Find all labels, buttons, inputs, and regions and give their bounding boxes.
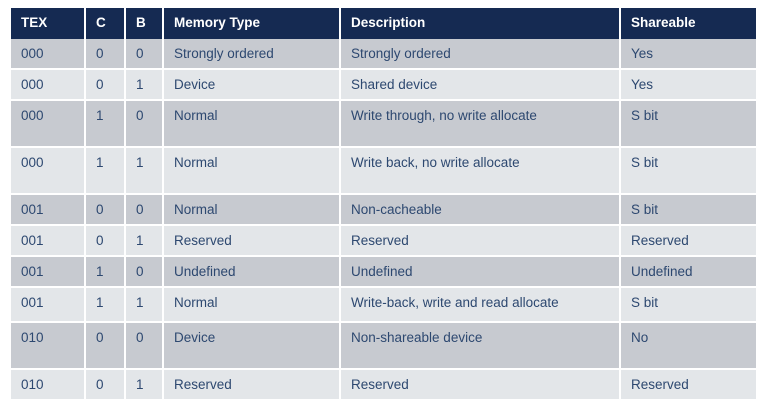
cell-c: 0 <box>85 69 126 101</box>
cell-memtype: Normal <box>163 194 341 226</box>
cell-memtype: Reserved <box>163 225 341 257</box>
cell-tex: 000 <box>11 69 86 101</box>
cell-tex: 010 <box>11 322 86 370</box>
cell-desc: Undefined <box>340 256 621 288</box>
cell-memtype: Normal <box>163 287 341 323</box>
cell-c: 0 <box>85 194 126 226</box>
cell-memtype: Reserved <box>163 369 341 399</box>
cell-desc: Non-cacheable <box>340 194 621 226</box>
cell-desc: Write-back, write and read allocate <box>340 287 621 323</box>
cell-shareable: Undefined <box>620 256 756 288</box>
cell-c: 0 <box>85 39 126 70</box>
cell-desc: Strongly ordered <box>340 39 621 70</box>
table-header: TEX C B Memory Type Description Shareabl… <box>11 8 756 39</box>
column-header-shareable: Shareable <box>620 8 756 39</box>
cell-memtype: Normal <box>163 100 341 148</box>
cell-b: 1 <box>125 369 164 399</box>
cell-b: 1 <box>125 147 164 195</box>
cell-shareable: No <box>620 322 756 370</box>
cell-b: 1 <box>125 287 164 323</box>
cell-shareable: Reserved <box>620 369 756 399</box>
cell-shareable: S bit <box>620 194 756 226</box>
cell-b: 0 <box>125 100 164 148</box>
cell-shareable: Yes <box>620 39 756 70</box>
cell-memtype: Device <box>163 322 341 370</box>
cell-b: 0 <box>125 194 164 226</box>
cell-memtype: Strongly ordered <box>163 39 341 70</box>
cell-c: 0 <box>85 225 126 257</box>
cell-c: 0 <box>85 369 126 399</box>
cell-tex: 010 <box>11 369 86 399</box>
cell-b: 0 <box>125 322 164 370</box>
cell-desc: Write back, no write allocate <box>340 147 621 195</box>
cell-tex: 000 <box>11 39 86 70</box>
cell-desc: Shared device <box>340 69 621 101</box>
memory-attributes-table: TEX C B Memory Type Description Shareabl… <box>11 8 756 399</box>
cell-desc: Reserved <box>340 225 621 257</box>
cell-tex: 001 <box>11 225 86 257</box>
cell-shareable: Yes <box>620 69 756 101</box>
column-header-description: Description <box>340 8 621 39</box>
column-header-tex: TEX <box>11 8 86 39</box>
cell-desc: Write through, no write allocate <box>340 100 621 148</box>
cell-shareable: S bit <box>620 147 756 195</box>
cell-memtype: Normal <box>163 147 341 195</box>
cell-c: 1 <box>85 147 126 195</box>
cell-c: 1 <box>85 100 126 148</box>
cell-c: 1 <box>85 256 126 288</box>
cell-shareable: Reserved <box>620 225 756 257</box>
cell-b: 0 <box>125 256 164 288</box>
cell-tex: 001 <box>11 287 86 323</box>
cell-tex: 001 <box>11 256 86 288</box>
cell-desc: Non-shareable device <box>340 322 621 370</box>
cell-b: 1 <box>125 69 164 101</box>
cell-b: 0 <box>125 39 164 70</box>
cell-tex: 000 <box>11 100 86 148</box>
cell-shareable: S bit <box>620 287 756 323</box>
cell-c: 0 <box>85 322 126 370</box>
cell-tex: 000 <box>11 147 86 195</box>
cell-c: 1 <box>85 287 126 323</box>
column-header-c: C <box>85 8 126 39</box>
table-header-row: TEX C B Memory Type Description Shareabl… <box>11 8 756 39</box>
cell-memtype: Device <box>163 69 341 101</box>
column-header-memory-type: Memory Type <box>163 8 341 39</box>
cell-tex: 001 <box>11 194 86 226</box>
cell-shareable: S bit <box>620 100 756 148</box>
cell-memtype: Undefined <box>163 256 341 288</box>
column-header-b: B <box>125 8 164 39</box>
cell-desc: Reserved <box>340 369 621 399</box>
cell-b: 1 <box>125 225 164 257</box>
